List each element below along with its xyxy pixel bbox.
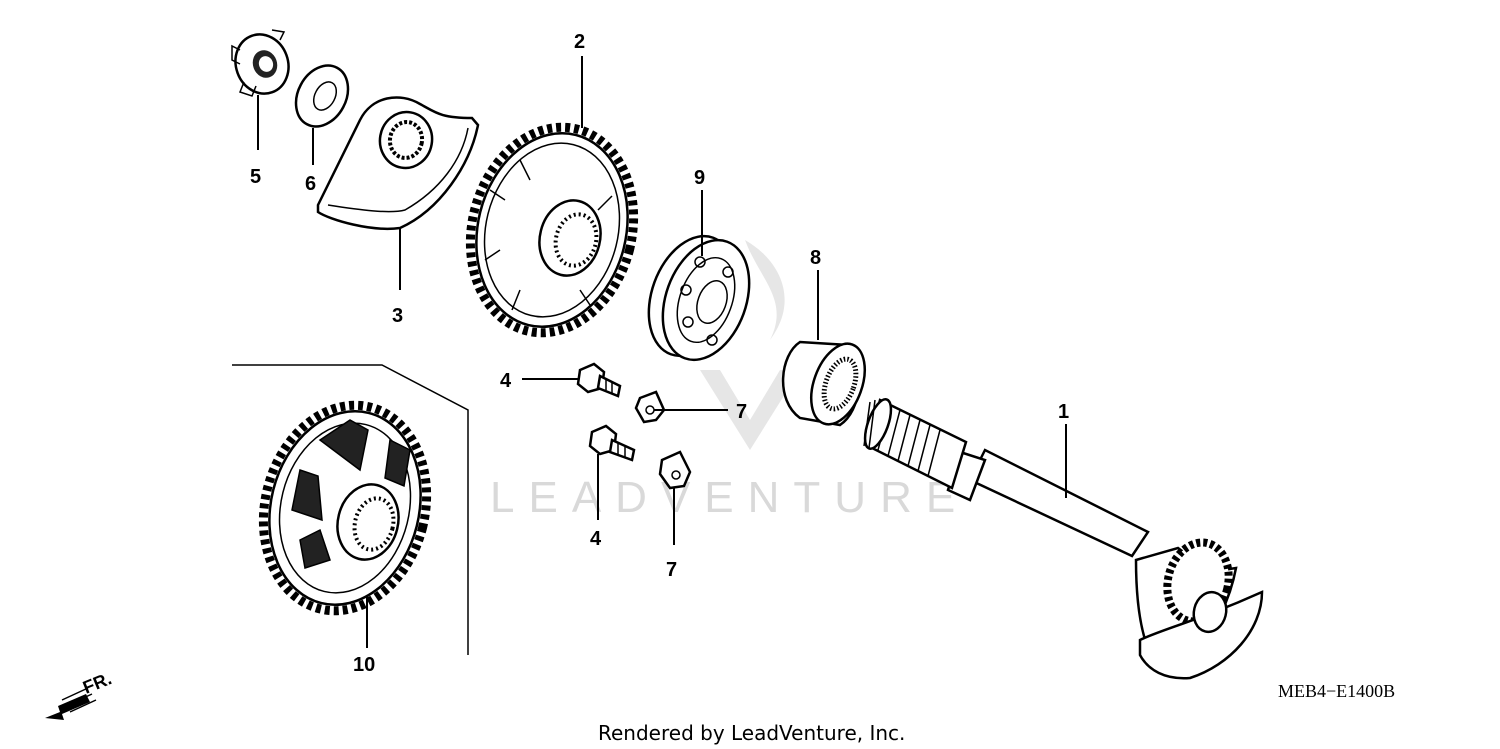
- callout-4-lower[interactable]: 4: [590, 528, 602, 550]
- part-4-bolt-upper[interactable]: [576, 362, 622, 398]
- part-1-kick-starter-spindle[interactable]: [860, 396, 1264, 680]
- callout-6[interactable]: 6: [305, 173, 316, 195]
- callout-8[interactable]: 8: [810, 247, 821, 269]
- part-5-lock-nut[interactable]: [227, 27, 296, 101]
- part-7-lock-washer-upper[interactable]: [634, 390, 666, 424]
- callout-4-upper[interactable]: 4: [500, 370, 512, 392]
- part-2-kick-starter-gear[interactable]: [449, 110, 655, 351]
- part-7-lock-washer-lower[interactable]: [658, 450, 692, 490]
- part-4-bolt-lower[interactable]: [588, 424, 636, 462]
- callout-7-upper[interactable]: 7: [736, 401, 747, 423]
- part-10-idle-gear[interactable]: [242, 388, 448, 629]
- front-direction-arrow: FR.: [45, 668, 114, 720]
- callout-1[interactable]: 1: [1058, 401, 1069, 423]
- callout-2[interactable]: 2: [574, 31, 585, 53]
- credit-text: Rendered by LeadVenture, Inc.: [598, 721, 905, 745]
- watermark-text: LEADVENTURE: [490, 473, 969, 522]
- diagram-code: MEB4−E1400B: [1278, 681, 1395, 701]
- part-6-washer[interactable]: [286, 56, 358, 135]
- group-border: [232, 364, 469, 655]
- watermark: LEADVENTURE: [490, 240, 969, 522]
- part-3-guide-plate[interactable]: [316, 96, 480, 230]
- callout-9[interactable]: 9: [694, 167, 705, 189]
- front-label: FR.: [80, 668, 114, 697]
- callout-5[interactable]: 5: [250, 166, 261, 188]
- callout-3[interactable]: 3: [392, 305, 403, 327]
- part-8-needle-bearing[interactable]: [781, 336, 875, 431]
- callout-10[interactable]: 10: [353, 654, 375, 676]
- callout-7-lower[interactable]: 7: [666, 559, 677, 581]
- part-9-ball-bearing[interactable]: [633, 224, 765, 372]
